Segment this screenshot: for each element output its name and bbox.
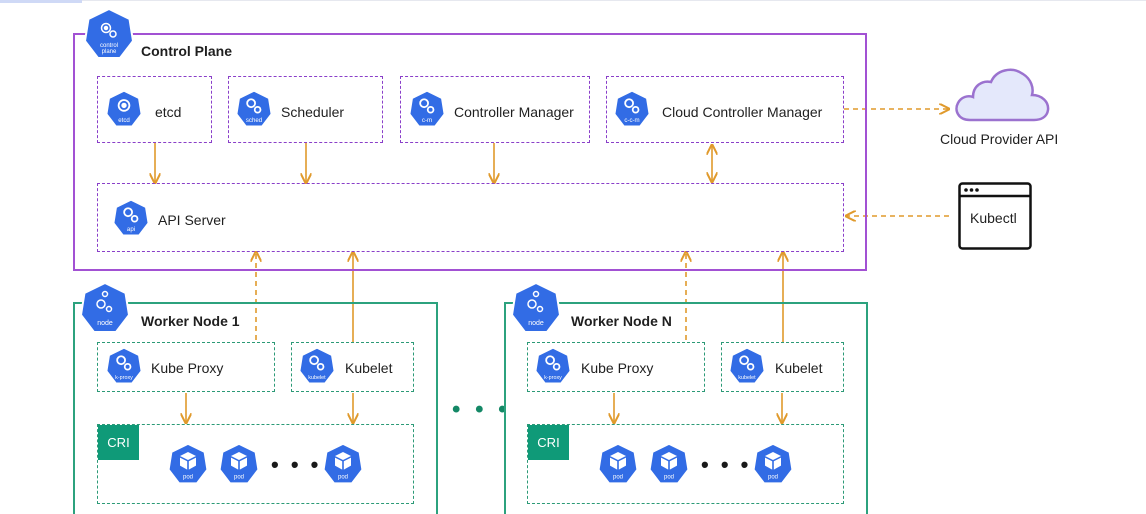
worker-node-n-kube-proxy-label: Kube Proxy <box>581 360 654 376</box>
controller-manager-box[interactable] <box>400 76 590 143</box>
worker-node-n-container <box>504 302 868 514</box>
svg-text:node: node <box>528 320 544 327</box>
controller-manager-label: Controller Manager <box>454 104 574 120</box>
svg-text:kubelet: kubelet <box>738 375 756 381</box>
worker-node-n-kubelet-label: Kubelet <box>775 360 823 376</box>
cloud-icon <box>952 62 1052 124</box>
api-server-icon: api <box>113 199 149 237</box>
svg-text:c-m: c-m <box>422 117 432 124</box>
svg-text:kubelet: kubelet <box>308 375 326 381</box>
pod-icon: pod <box>168 443 208 485</box>
svg-text:etcd: etcd <box>118 117 130 124</box>
scheduler-box[interactable] <box>228 76 383 143</box>
cloud-provider-api-label: Cloud Provider API <box>940 131 1059 147</box>
worker-node-n-cri-box[interactable] <box>527 424 844 504</box>
worker-node-1-kube-proxy-icon: k-proxy <box>106 347 142 385</box>
worker-node-1-container <box>73 302 438 514</box>
worker-node-1-kubelet-label: Kubelet <box>345 360 393 376</box>
svg-text:control: control <box>100 43 118 49</box>
pod-icon: pod <box>753 443 793 485</box>
worker-node-1-cri-box[interactable] <box>97 424 414 504</box>
control-plane-icon: control plane <box>84 8 134 60</box>
pod-icon: pod <box>649 443 689 485</box>
worker-node-1-kube-proxy-label: Kube Proxy <box>151 360 224 376</box>
svg-text:k-proxy: k-proxy <box>115 375 133 381</box>
worker-node-1-kubelet-box[interactable] <box>291 342 414 392</box>
scheduler-label: Scheduler <box>281 104 345 120</box>
control-plane-container <box>73 33 867 271</box>
svg-text:k-proxy: k-proxy <box>544 375 562 381</box>
worker-node-1-kube-proxy-box[interactable] <box>97 342 275 392</box>
etcd-box[interactable] <box>97 76 212 143</box>
svg-text:c-c-m: c-c-m <box>624 117 639 124</box>
scheduler-icon: sched <box>236 90 272 128</box>
svg-text:pod: pod <box>338 474 348 480</box>
cloud-controller-manager-icon: c-c-m <box>614 90 650 128</box>
worker-node-1-kubelet-icon: kubelet <box>299 347 335 385</box>
etcd-label: etcd <box>155 104 182 120</box>
worker-node-n-icon: node <box>511 282 561 334</box>
kubectl-label: Kubectl <box>970 210 1017 226</box>
worker-node-n-kube-proxy-box[interactable] <box>527 342 705 392</box>
pod-icon: pod <box>219 443 259 485</box>
controller-manager-icon: c-m <box>409 90 445 128</box>
worker-node-n-kube-proxy-icon: k-proxy <box>535 347 571 385</box>
svg-text:sched: sched <box>246 117 262 124</box>
top-accent-bar <box>0 0 82 3</box>
pod-icon: pod <box>323 443 363 485</box>
control-plane-title: Control Plane <box>141 43 233 59</box>
svg-text:node: node <box>97 320 113 327</box>
pod-ellipsis: • • • <box>701 452 752 477</box>
api-server-label: API Server <box>158 212 226 228</box>
worker-node-1-cri-badge: CRI <box>98 425 139 460</box>
worker-node-n-cri-badge: CRI <box>528 425 569 460</box>
worker-node-n-title: Worker Node N <box>571 313 672 329</box>
svg-text:pod: pod <box>613 474 623 480</box>
pod-icon: pod <box>598 443 638 485</box>
svg-text:api: api <box>127 226 135 233</box>
api-server-box[interactable] <box>97 183 844 252</box>
terminal-window-icon[interactable] <box>958 182 1032 250</box>
svg-text:pod: pod <box>183 474 193 480</box>
svg-text:pod: pod <box>234 474 244 480</box>
svg-text:plane: plane <box>102 49 117 55</box>
worker-node-n-kubelet-icon: kubelet <box>729 347 765 385</box>
top-divider <box>82 0 1146 1</box>
worker-node-1-title: Worker Node 1 <box>141 313 240 329</box>
cloud-controller-manager-label: Cloud Controller Manager <box>662 104 823 120</box>
cloud-controller-manager-box[interactable] <box>606 76 844 143</box>
pod-ellipsis: • • • <box>271 452 322 477</box>
worker-node-1-icon: node <box>80 282 130 334</box>
svg-text:pod: pod <box>664 474 674 480</box>
etcd-icon: etcd <box>106 90 142 128</box>
worker-node-n-kubelet-box[interactable] <box>721 342 844 392</box>
svg-text:pod: pod <box>768 474 778 480</box>
worker-nodes-ellipsis: • • • <box>452 396 511 423</box>
